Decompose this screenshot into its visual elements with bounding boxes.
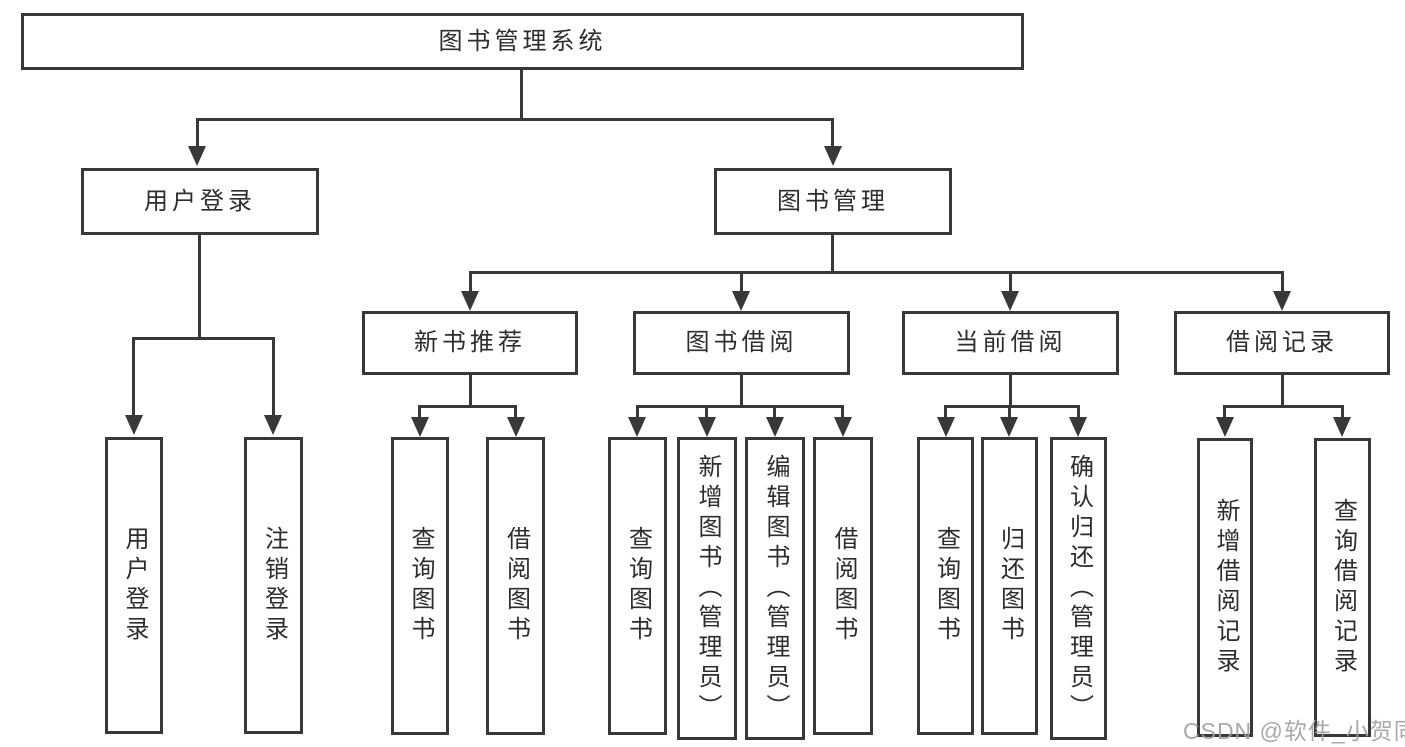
connector-bookborrow-hbar bbox=[637, 405, 844, 408]
leaf-query-borrow-record-label: 查询借阅记录 bbox=[1329, 497, 1357, 678]
connector-root-stem bbox=[520, 70, 523, 118]
node-book-management-label: 图书管理 bbox=[777, 187, 889, 215]
arrowhead-icon bbox=[1001, 291, 1019, 311]
connector-currentborrow-stem bbox=[1009, 375, 1012, 406]
leaf-borrow-book-1: 借阅图书 bbox=[486, 437, 545, 735]
connector-userlogin-hbar bbox=[133, 337, 274, 340]
arrowhead-icon bbox=[507, 417, 525, 437]
arrowhead-icon bbox=[125, 415, 143, 435]
connector-bookborrow-drop-2 bbox=[705, 405, 708, 417]
node-user-login: 用户登录 bbox=[81, 168, 319, 235]
connector-records-stem bbox=[1281, 375, 1284, 406]
arrowhead-icon bbox=[461, 291, 479, 311]
leaf-edit-book-admin: 编辑图书（管理员） bbox=[745, 437, 805, 740]
leaf-query-book-3: 查询图书 bbox=[917, 437, 974, 735]
leaf-query-book-3-label: 查询图书 bbox=[932, 526, 960, 646]
leaf-add-borrow-record-label: 新增借阅记录 bbox=[1212, 497, 1239, 678]
connector-userlogin-drop-1 bbox=[132, 337, 135, 415]
leaf-user-login-label: 用户登录 bbox=[121, 525, 148, 646]
leaf-borrow-book-1-label: 借阅图书 bbox=[502, 526, 530, 646]
connector-bookmgmt-hbar bbox=[470, 271, 1283, 274]
arrowhead-icon bbox=[698, 417, 716, 437]
connector-root-drop-right bbox=[831, 118, 834, 148]
connector-root-hbar bbox=[197, 118, 833, 121]
leaf-borrow-book-2: 借阅图书 bbox=[813, 437, 873, 735]
leaf-query-borrow-record: 查询借阅记录 bbox=[1314, 438, 1371, 737]
connector-userlogin-stem bbox=[198, 235, 201, 338]
arrowhead-icon bbox=[264, 415, 282, 435]
connector-newbook-drop-1 bbox=[418, 405, 421, 417]
arrowhead-icon bbox=[1069, 417, 1087, 437]
leaf-query-book-1-label: 查询图书 bbox=[407, 526, 434, 646]
connector-currentborrow-drop-1 bbox=[944, 405, 947, 417]
arrowhead-icon bbox=[411, 417, 429, 437]
leaf-add-book-admin: 新增图书（管理员） bbox=[677, 437, 737, 740]
leaf-user-login: 用户登录 bbox=[105, 437, 163, 734]
arrowhead-icon bbox=[834, 417, 852, 437]
connector-userlogin-drop-2 bbox=[272, 337, 275, 415]
connector-currentborrow-hbar bbox=[944, 405, 1080, 408]
node-book-borrow: 图书借阅 bbox=[633, 311, 850, 375]
leaf-edit-book-admin-label: 编辑图书（管理员） bbox=[762, 453, 789, 724]
connector-bookmgmt-drop-4 bbox=[1281, 271, 1284, 291]
leaf-borrow-book-2-label: 借阅图书 bbox=[830, 526, 857, 646]
node-root: 图书管理系统 bbox=[21, 13, 1024, 70]
connector-bookmgmt-drop-1 bbox=[469, 271, 472, 291]
connector-bookborrow-drop-1 bbox=[636, 405, 639, 417]
connector-bookmgmt-stem bbox=[831, 235, 834, 272]
leaf-query-book-2: 查询图书 bbox=[608, 437, 667, 735]
node-new-book-recommend-label: 新书推荐 bbox=[414, 329, 526, 356]
leaf-logout: 注销登录 bbox=[244, 437, 303, 734]
node-new-book-recommend: 新书推荐 bbox=[362, 311, 578, 375]
arrowhead-icon bbox=[1000, 417, 1018, 437]
leaf-return-book: 归还图书 bbox=[981, 437, 1038, 735]
leaf-return-book-label: 归还图书 bbox=[996, 526, 1024, 646]
arrowhead-icon bbox=[732, 291, 750, 311]
arrowhead-icon bbox=[937, 417, 955, 437]
connector-newbook-drop-2 bbox=[514, 405, 517, 417]
leaf-logout-label: 注销登录 bbox=[260, 525, 288, 646]
arrowhead-icon bbox=[1333, 417, 1351, 437]
csdn-watermark: CSDN @软件_小贺同学 bbox=[1183, 718, 1405, 744]
node-borrow-records: 借阅记录 bbox=[1174, 311, 1390, 375]
connector-records-hbar bbox=[1224, 405, 1344, 408]
leaf-add-book-admin-label: 新增图书（管理员） bbox=[694, 453, 721, 724]
node-root-label: 图书管理系统 bbox=[438, 27, 607, 55]
arrowhead-icon bbox=[1273, 291, 1291, 311]
node-current-borrow: 当前借阅 bbox=[902, 311, 1119, 375]
leaf-confirm-return-admin-label: 确认归还（管理员） bbox=[1065, 453, 1093, 724]
leaf-query-book-1: 查询图书 bbox=[391, 437, 449, 735]
connector-bookborrow-drop-4 bbox=[841, 405, 844, 417]
connector-root-drop-left bbox=[196, 118, 199, 148]
connector-records-drop-2 bbox=[1341, 405, 1344, 417]
connector-records-drop-1 bbox=[1223, 405, 1226, 417]
node-user-login-label: 用户登录 bbox=[144, 187, 256, 215]
node-book-borrow-label: 图书借阅 bbox=[685, 329, 798, 356]
connector-bookmgmt-drop-2 bbox=[740, 271, 743, 291]
connector-newbook-stem bbox=[469, 375, 472, 406]
connector-bookborrow-stem bbox=[740, 375, 743, 406]
node-book-management: 图书管理 bbox=[714, 168, 952, 235]
arrowhead-icon bbox=[766, 417, 784, 437]
connector-newbook-hbar bbox=[419, 405, 516, 408]
connector-currentborrow-drop-3 bbox=[1077, 405, 1080, 417]
connector-currentborrow-drop-2 bbox=[1008, 405, 1011, 417]
arrowhead-icon bbox=[824, 146, 842, 166]
connector-bookmgmt-drop-3 bbox=[1009, 271, 1012, 291]
arrowhead-icon bbox=[188, 146, 206, 166]
connector-bookborrow-drop-3 bbox=[773, 405, 776, 417]
node-borrow-records-label: 借阅记录 bbox=[1226, 329, 1338, 356]
leaf-add-borrow-record: 新增借阅记录 bbox=[1197, 438, 1253, 737]
arrowhead-icon bbox=[628, 417, 646, 437]
arrowhead-icon bbox=[1216, 417, 1234, 437]
node-current-borrow-label: 当前借阅 bbox=[954, 329, 1067, 356]
leaf-query-book-2-label: 查询图书 bbox=[624, 526, 652, 646]
leaf-confirm-return-admin: 确认归还（管理员） bbox=[1050, 437, 1107, 740]
